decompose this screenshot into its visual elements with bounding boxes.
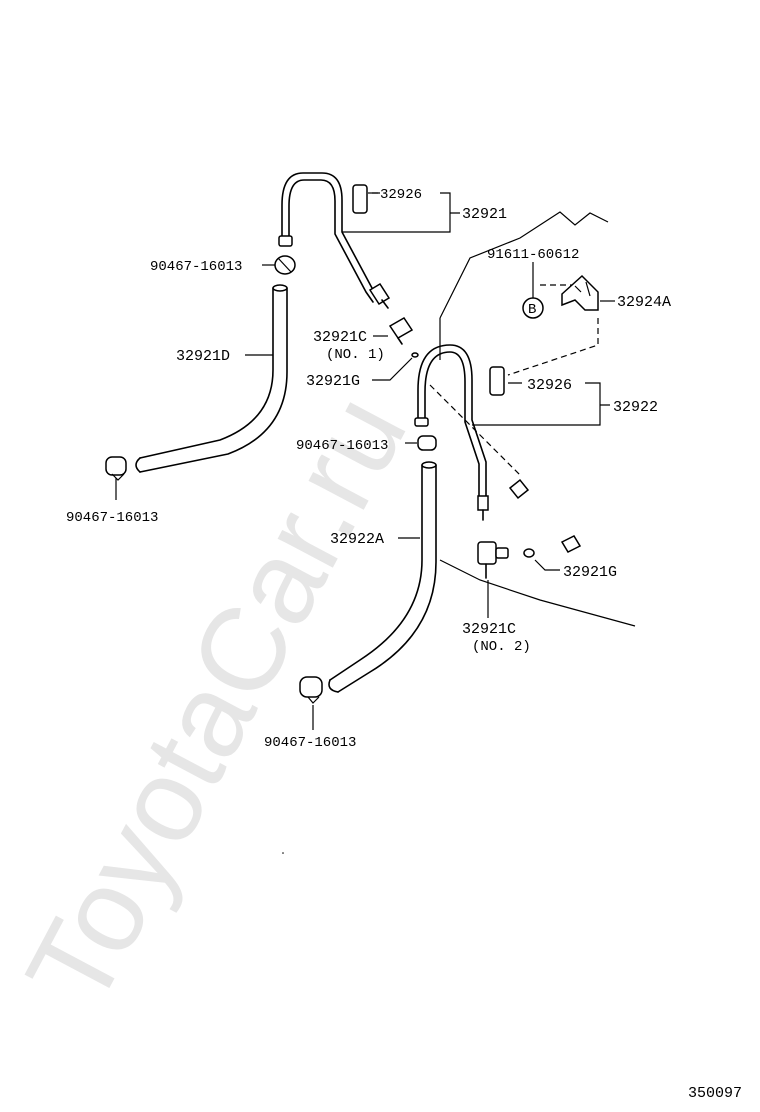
label-32922: 32922 [613,399,658,416]
sleeve-32926-mid [489,366,505,396]
pipe-32922 [414,344,489,521]
packing-32921g-2 [523,548,535,558]
label-no1: (NO. 1) [326,347,385,363]
label-32922a: 32922A [330,531,384,548]
label-32926-mid: 32926 [527,377,572,394]
label-90467-d: 90467-16013 [264,735,356,751]
cap-small-2 [560,535,582,553]
hose-32922a [328,461,437,693]
bracket-32924a [561,274,599,311]
pipe-32921 [278,172,391,309]
label-90467-c: 90467-16013 [296,438,388,454]
hose-32921d [135,284,288,473]
nozzle-32921c-no2 [477,541,509,579]
label-32921c-no1: 32921C [313,329,367,346]
label-32924a: 32924A [617,294,671,311]
label-32921: 32921 [462,206,507,223]
cap-small-1 [508,478,530,500]
clamp-90467-c [417,435,437,451]
label-32921d: 32921D [176,348,230,365]
clamp-90467-b [105,456,127,481]
watermark: ToyotaCar.ru [1,375,432,1028]
marker-b: B [522,297,544,319]
sleeve-32926-top [352,184,368,214]
label-32921c-no2: 32921C [462,621,516,638]
label-no2: (NO. 2) [472,639,531,655]
diagram-id: 350097 [688,1085,742,1102]
marker-b-text: B [528,302,536,318]
label-90467-a: 90467-16013 [150,259,242,275]
clamp-90467-a [274,255,296,275]
nozzle-32921c-no1 [388,317,414,345]
label-91611: 91611-60612 [487,247,579,263]
packing-32921g-1 [411,352,419,358]
label-32921g-1: 32921G [306,373,360,390]
label-90467-b: 90467-16013 [66,510,158,526]
label-32921g-2: 32921G [563,564,617,581]
label-32926-top: 32926 [380,187,422,203]
clamp-90467-d [299,676,323,704]
